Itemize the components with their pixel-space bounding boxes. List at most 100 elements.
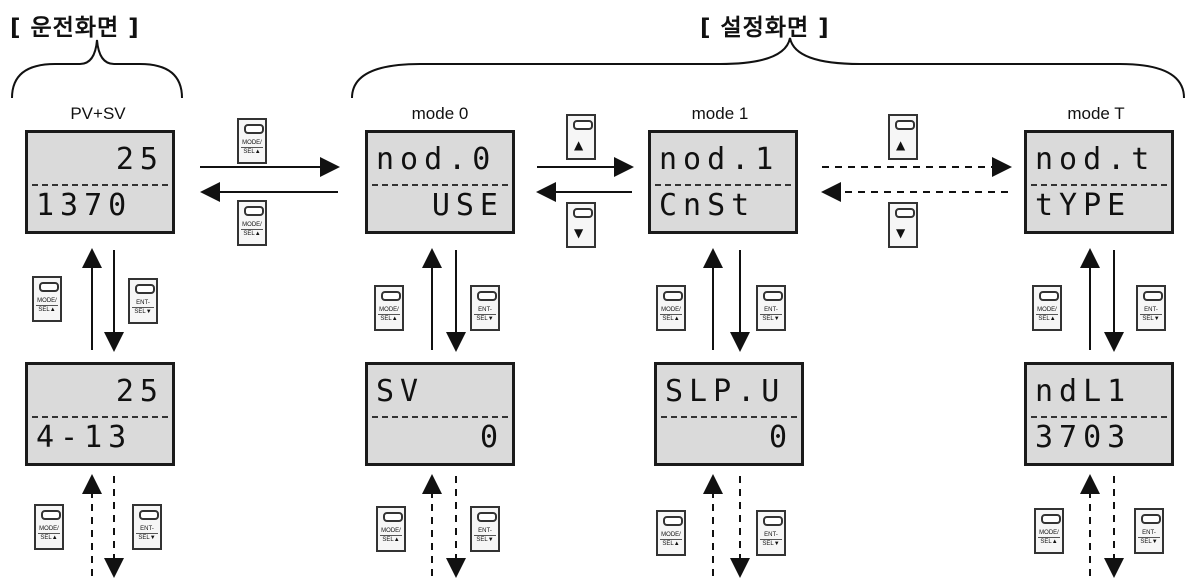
down-key[interactable]: ▼ [566,202,596,248]
lcd-separator [1031,184,1167,186]
key-label-top: MODE/ [1038,530,1060,538]
key-label-top: ENT- [760,307,782,315]
key-slot [383,512,403,522]
ent-sel-key[interactable]: ENT-SEL▼ [470,506,500,552]
ent-sel-key[interactable]: ENT-SEL▼ [470,285,500,331]
key-label-top: ENT- [136,526,158,534]
key-label-top: MODE/ [660,532,682,540]
caption-mode0: mode 0 [411,104,469,123]
key-slot [1039,291,1059,301]
key-label-bottom: SEL▼ [134,309,152,315]
key-slot [1041,514,1061,524]
key-label-top: ENT- [760,532,782,540]
key-label-bottom: SEL▼ [476,537,494,543]
key-slot [895,208,915,218]
mode-sel-key[interactable]: MODE/SEL▲ [656,285,686,331]
key-slot [573,120,593,130]
lcd-separator [1031,416,1167,418]
setting-brace [351,37,1185,99]
key-slot [763,291,783,301]
up-key[interactable]: ▲ [888,114,918,160]
lcd-modeT-top: nod.t [1035,142,1156,177]
heading-setting-screen: [ 설정화면 ] [700,15,830,41]
lcd-mode0-sub-top: SV [376,374,425,409]
lcd-mode1-top: nod.1 [659,142,780,177]
key-label-top: ENT- [1140,307,1162,315]
lcd-modeT-bottom: tYPE [1035,188,1132,223]
key-label-bottom: SEL▲ [662,316,680,322]
mode-sel-key[interactable]: MODE/SEL▲ [656,510,686,556]
ent-sel-key[interactable]: ENT-SEL▼ [756,510,786,556]
key-slot [39,282,59,292]
key-slot [135,284,155,294]
run-brace [11,39,183,99]
key-label-bottom: SEL▲ [662,541,680,547]
heading-run-screen: [ 운전화면 ] [10,15,140,41]
key-slot [381,291,401,301]
lcd-pvsv-top: 25 [115,142,164,177]
ent-sel-key[interactable]: ENT-SEL▼ [132,504,162,550]
key-label-bottom: SEL▲ [243,231,261,237]
lcd-pvsv-sub-bottom: 4-13 [36,420,133,455]
down-key[interactable]: ▼ [888,202,918,248]
lcd-mode0-bottom: USE [431,188,504,223]
key-label-top: ENT- [474,528,496,536]
ent-sel-key[interactable]: ENT-SEL▼ [128,278,158,324]
lcd-mode1-sub-bottom: 0 [768,420,793,455]
lcd-modeT-sub-bottom: 3703 [1035,420,1132,455]
key-label-bottom: SEL▼ [476,316,494,322]
lcd-mode1: nod.1 CnSt [648,130,798,234]
caption-pvsv: PV+SV [70,104,126,123]
key-label-bottom: SEL▲ [1040,539,1058,545]
key-slot [139,510,159,520]
mode-sel-key[interactable]: MODE/SEL▲ [1032,285,1062,331]
mode-sel-key[interactable]: MODE/SEL▲ [34,504,64,550]
key-label-bottom: SEL▼ [762,316,780,322]
up-arrow-icon: ▲ [896,138,906,152]
lcd-separator [661,416,797,418]
mode-sel-key[interactable]: MODE/ SEL▲ [237,200,267,246]
key-label-top: ENT- [474,307,496,315]
lcd-separator [372,416,508,418]
key-slot [763,516,783,526]
key-slot [244,124,264,134]
mode-sel-key[interactable]: MODE/SEL▲ [374,285,404,331]
key-label-top: ENT- [132,300,154,308]
key-label-bottom: SEL▲ [380,316,398,322]
key-label-top: MODE/ [1036,307,1058,315]
ent-sel-key[interactable]: ENT-SEL▼ [1136,285,1166,331]
lcd-separator [655,184,791,186]
key-label-bottom: SEL▼ [762,541,780,547]
key-label-bottom: SEL▲ [38,307,56,313]
up-key[interactable]: ▲ [566,114,596,160]
key-label-bottom: SEL▼ [1140,539,1158,545]
lcd-modeT: nod.t tYPE [1024,130,1174,234]
key-label-bottom: SEL▲ [1038,316,1056,322]
lcd-modeT-sub-top: ndL1 [1035,374,1132,409]
mode-sel-key[interactable]: MODE/SEL▲ [32,276,62,322]
ent-sel-key[interactable]: ENT-SEL▼ [1134,508,1164,554]
ent-sel-key[interactable]: ENT-SEL▼ [756,285,786,331]
key-slot [41,510,61,520]
lcd-mode0-top: nod.0 [376,142,497,177]
lcd-mode0-sub: SV 0 [365,362,515,466]
mode-sel-key[interactable]: MODE/SEL▲ [376,506,406,552]
key-slot [477,291,497,301]
key-label-bottom: SEL▼ [138,535,156,541]
mode-sel-key[interactable]: MODE/SEL▲ [1034,508,1064,554]
up-arrow-icon: ▲ [574,138,584,152]
key-slot [477,512,497,522]
caption-modeT: mode T [1067,104,1125,123]
key-slot [1141,514,1161,524]
mode-sel-key[interactable]: MODE/ SEL▲ [237,118,267,164]
lcd-separator [32,184,168,186]
key-label-top: ENT- [1138,530,1160,538]
lcd-separator [372,184,508,186]
key-label-top: MODE/ [378,307,400,315]
key-slot [1143,291,1163,301]
key-label-bottom: SEL▲ [243,149,261,155]
lcd-pvsv-sub: 25 4-13 [25,362,175,466]
key-label-bottom: SEL▲ [40,535,58,541]
key-label-top: MODE/ [380,528,402,536]
